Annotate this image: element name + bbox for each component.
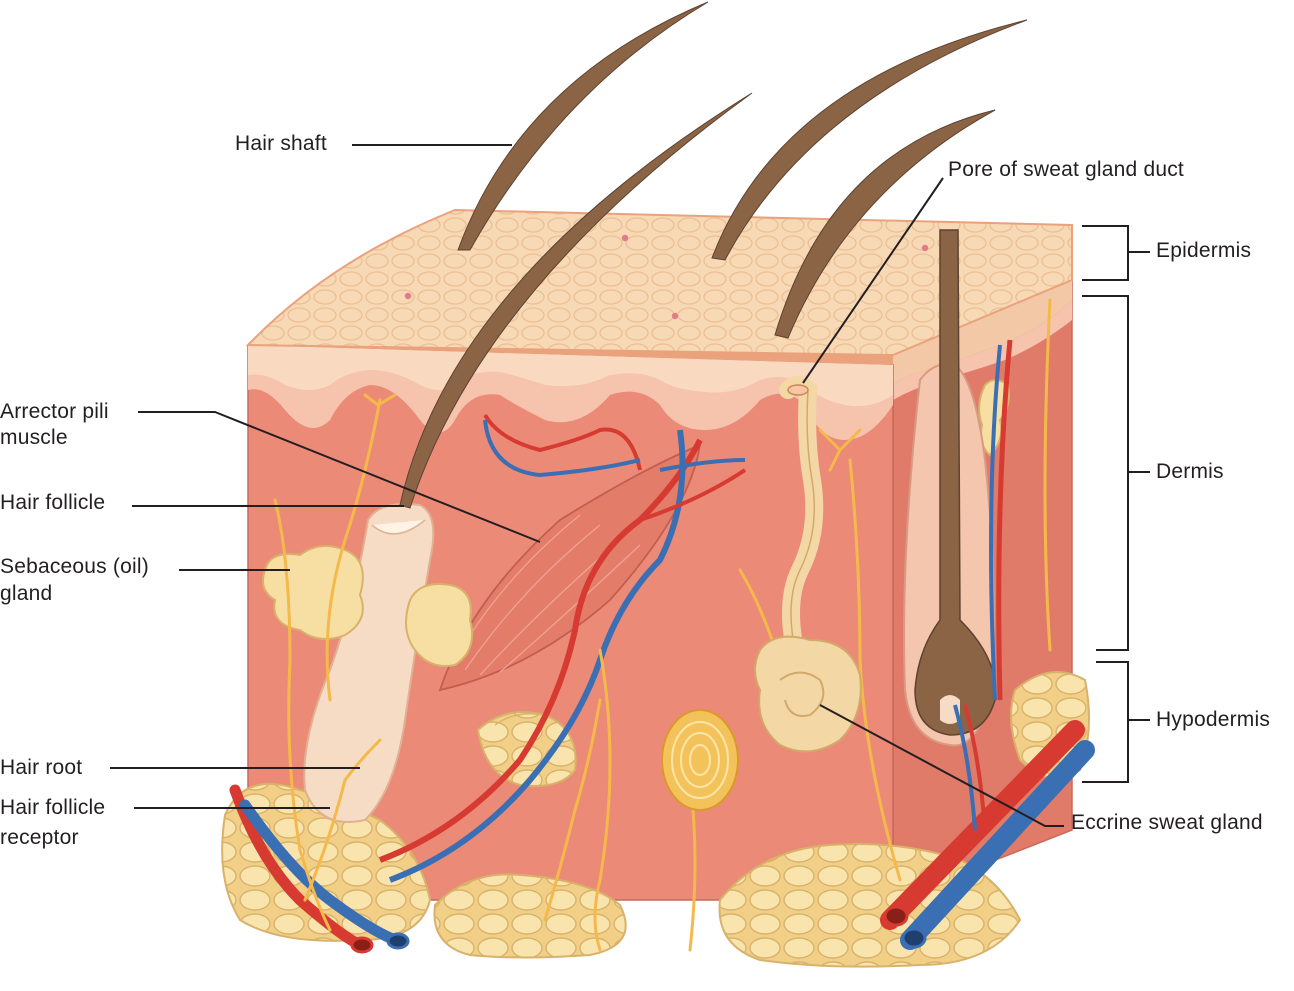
hair-follicle-right [903,229,997,747]
hair-shafts [399,1,1028,509]
eccrine-sweat-gland [754,376,862,753]
label-hair-root: Hair root [0,756,83,779]
label-arrector-pili-line1: Arrector pili [0,400,109,423]
label-hair-shaft: Hair shaft [235,132,327,155]
leader-lines [110,144,1064,827]
label-sebaceous-line1: Sebaceous (oil) [0,555,149,578]
label-hair-follicle-receptor-line1: Hair follicle [0,796,106,819]
nerves [273,298,1052,952]
epidermis-top [245,208,1073,365]
label-sebaceous-line2: gland [0,582,53,605]
label-hair-follicle: Hair follicle [0,491,106,514]
label-arrector-pili-line2: muscle [0,426,68,449]
label-epidermis: Epidermis [1156,239,1252,262]
label-hair-follicle-receptor-line2: receptor [0,826,79,849]
hair-follicle-left [303,503,435,823]
layer-brackets [1082,225,1150,783]
label-pore-of-sweat-gland-duct: Pore of sweat gland duct [948,158,1184,181]
label-dermis: Dermis [1156,460,1224,483]
lamellated-corpuscle [661,709,739,811]
blood-vessels [229,339,1095,954]
label-eccrine-sweat-gland: Eccrine sweat gland [1071,811,1263,834]
label-hypodermis: Hypodermis [1156,708,1271,731]
